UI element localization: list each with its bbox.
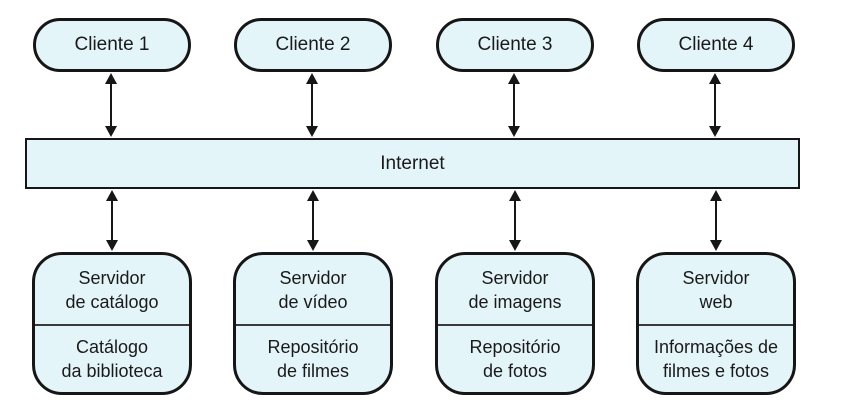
server-content: Informações de filmes e fotos <box>639 326 793 393</box>
client-label: Cliente 3 <box>477 34 553 55</box>
server-content-line-2: de filmes <box>276 360 350 381</box>
server-divider <box>639 324 793 326</box>
client-3-internet-arrow <box>508 73 520 137</box>
server-title-line-2: de vídeo <box>278 291 348 312</box>
client-1-internet-arrow <box>105 73 117 137</box>
server-content: Catálogo da biblioteca <box>35 326 189 393</box>
internet-server-3-arrow <box>509 190 521 251</box>
server-content-line-2: de fotos <box>482 360 548 381</box>
client-label: Cliente 4 <box>678 34 754 55</box>
internet-node: Internet <box>25 138 800 189</box>
server-node-images: Servidor de imagens Repositório de fotos <box>435 252 595 395</box>
server-content-line-1: Repositório <box>267 336 359 357</box>
server-title-line-1: Servidor <box>481 267 549 288</box>
client-2-internet-arrow <box>306 73 318 137</box>
server-title-line-1: Servidor <box>78 267 146 288</box>
server-title-line-1: Servidor <box>279 267 347 288</box>
server-title: Servidor web <box>639 255 793 324</box>
server-content: Repositório de fotos <box>438 326 592 393</box>
server-title: Servidor de imagens <box>438 255 592 324</box>
server-content-line-2: da biblioteca <box>61 360 163 381</box>
client-label: Cliente 2 <box>275 34 351 55</box>
client-node-4: Cliente 4 <box>637 18 795 72</box>
server-content-line-1: Informações de <box>653 336 779 357</box>
internet-server-4-arrow <box>710 190 722 251</box>
client-node-2: Cliente 2 <box>234 18 392 72</box>
internet-server-1-arrow <box>106 190 118 251</box>
server-title-line-2: de imagens <box>468 291 562 312</box>
server-divider <box>438 324 592 326</box>
client-label: Cliente 1 <box>74 34 150 55</box>
server-node-video: Servidor de vídeo Repositório de filmes <box>233 252 393 395</box>
client-node-1: Cliente 1 <box>33 18 191 72</box>
server-title-line-2: web <box>699 291 733 312</box>
server-node-catalog: Servidor de catálogo Catálogo da bibliot… <box>32 252 192 395</box>
internet-server-2-arrow <box>307 190 319 251</box>
server-title: Servidor de catálogo <box>35 255 189 324</box>
server-content-line-1: Catálogo <box>75 336 149 357</box>
server-content-line-2: filmes e fotos <box>662 360 770 381</box>
client-4-internet-arrow <box>709 73 721 137</box>
server-content: Repositório de filmes <box>236 326 390 393</box>
internet-label: Internet <box>380 152 445 174</box>
server-title: Servidor de vídeo <box>236 255 390 324</box>
server-node-web: Servidor web Informações de filmes e fot… <box>636 252 796 395</box>
server-divider <box>35 324 189 326</box>
server-divider <box>236 324 390 326</box>
server-title-line-1: Servidor <box>682 267 750 288</box>
client-node-3: Cliente 3 <box>436 18 594 72</box>
server-title-line-2: de catálogo <box>65 291 159 312</box>
server-content-line-1: Repositório <box>469 336 561 357</box>
